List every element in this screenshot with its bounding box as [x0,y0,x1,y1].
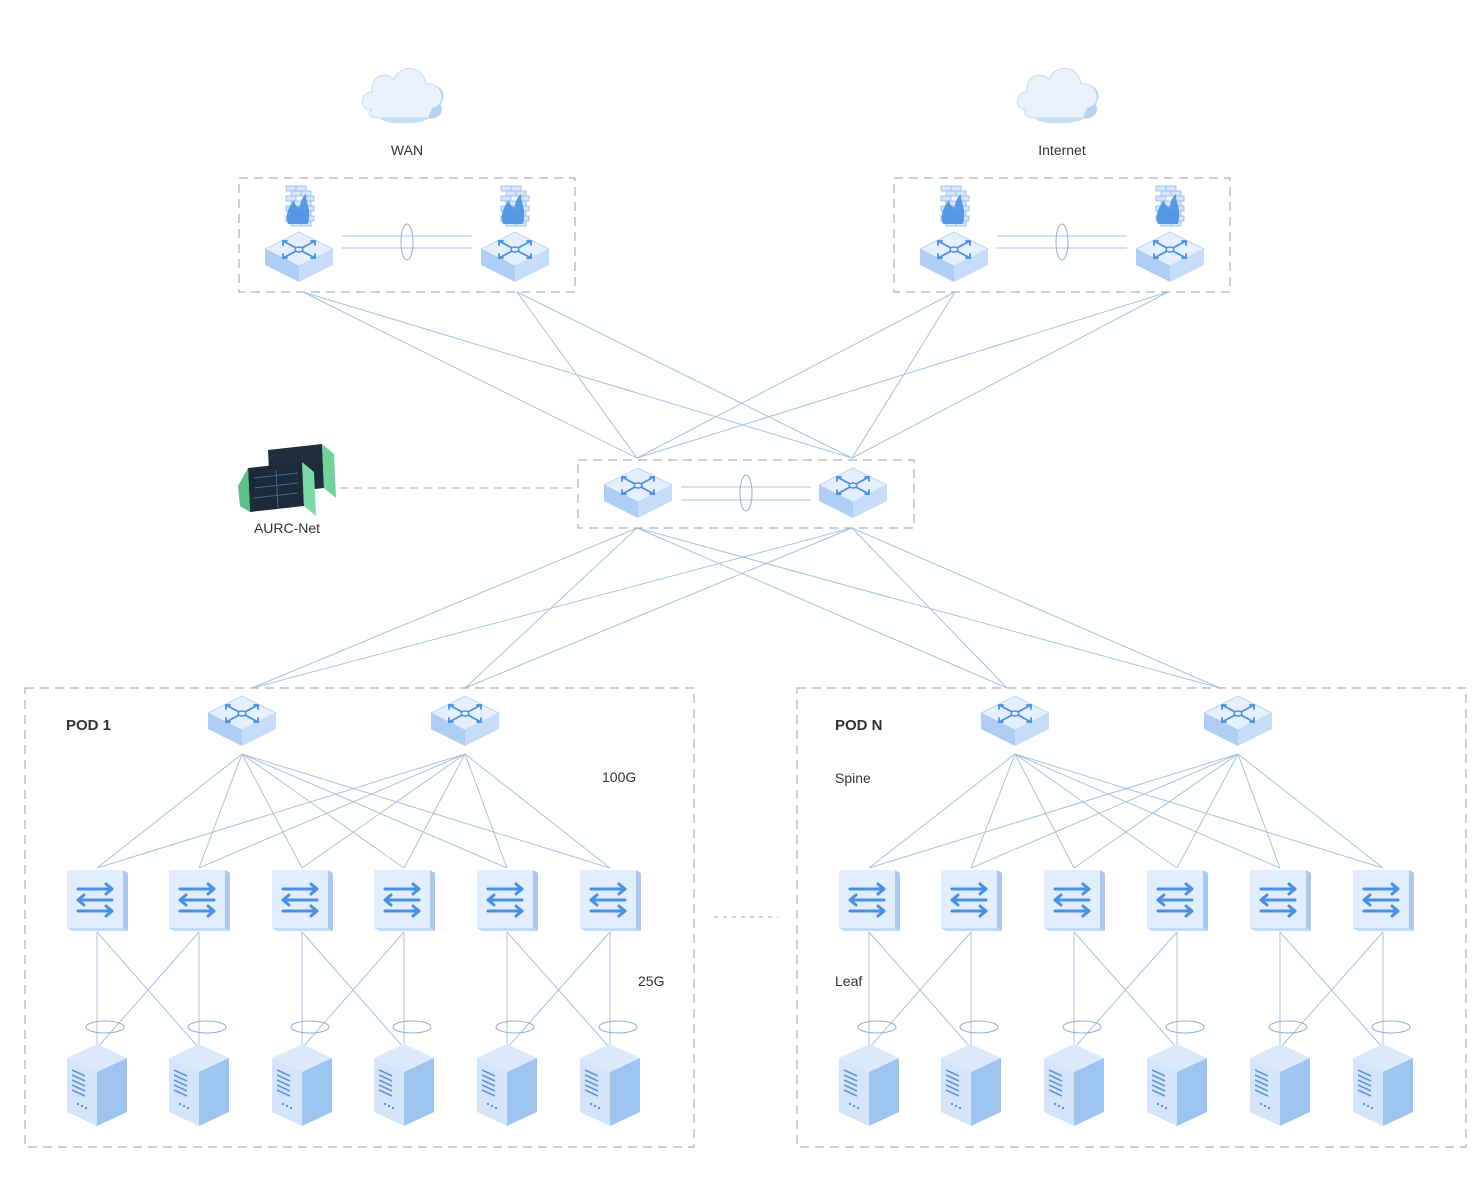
firewall-icon [500,185,530,227]
lag-bundle [1268,1020,1308,1034]
server-icon [940,1043,1002,1127]
internet-lag-link [997,223,1127,261]
core-group [577,459,915,529]
lag-bundle [857,1020,897,1034]
server-icon [476,1043,538,1127]
pod1-group [24,687,695,1148]
lag-bundle [187,1020,227,1034]
lag-bundle [1062,1020,1102,1034]
server-icon [838,1043,900,1127]
core-lag-link [681,474,811,512]
wan-border-group [238,177,576,293]
leaf-switch-icon [167,868,232,933]
core-switch-icon [603,467,673,519]
pod-uplinks [251,527,1221,689]
leaf-switch-icon [578,868,643,933]
lag-bundle [1165,1020,1205,1034]
server-icon [1146,1043,1208,1127]
server-icon [1043,1043,1105,1127]
internet-cloud-icon [1016,67,1099,124]
leaf-switch-icon [372,868,437,933]
router-icon [480,231,550,283]
core-uplinks [302,291,1169,459]
spine-switch-icon [430,695,500,747]
lag-bundle [598,1020,638,1034]
server-icon [373,1043,435,1127]
firewall-icon [285,185,315,227]
leaf-switch-icon [1351,868,1416,933]
server-icon [168,1043,230,1127]
server-icon [1352,1043,1414,1127]
leaf-label: Leaf [835,973,862,989]
leaf-switch-icon [475,868,540,933]
leaf-switch-icon [65,868,130,933]
lag-bundle [392,1020,432,1034]
spine-switch-icon [980,695,1050,747]
pod1-title: POD 1 [66,717,111,734]
pod-devices [65,695,1416,1127]
lag-bundle [495,1020,535,1034]
firewall-icon [1155,185,1185,227]
speed-25g-label: 25G [638,973,664,989]
firewall-icon [940,185,970,227]
leaf-switch-icon [1042,868,1107,933]
server-icon [579,1043,641,1127]
pod-internal-links [85,753,1411,1049]
spine-label: Spine [835,770,871,786]
wan-label: WAN [391,142,423,158]
router-icon [1135,231,1205,283]
leaf-switch-icon [1145,868,1210,933]
wan-lag-link [342,223,472,261]
podN-title: POD N [835,717,883,734]
leaf-switch-icon [270,868,335,933]
leaf-switch-icon [837,868,902,933]
internet-border-group [893,177,1231,293]
speed-100g-label: 100G [602,769,636,785]
server-icon [271,1043,333,1127]
spine-switch-icon [1203,695,1273,747]
controller-icon [238,444,336,516]
internet-label: Internet [1038,142,1086,158]
server-icon [1249,1043,1311,1127]
lag-bundle [85,1020,125,1034]
podN-group [796,687,1467,1148]
server-icon [66,1043,128,1127]
router-icon [264,231,334,283]
controller-label: AURC-Net [254,520,320,536]
lag-bundle [290,1020,330,1034]
lag-bundle [1371,1020,1411,1034]
lag-bundle [959,1020,999,1034]
core-switch-icon [818,467,888,519]
leaf-switch-icon [939,868,1004,933]
router-icon [919,231,989,283]
leaf-switch-icon [1248,868,1313,933]
wan-cloud-icon [361,67,444,124]
spine-switch-icon [207,695,277,747]
